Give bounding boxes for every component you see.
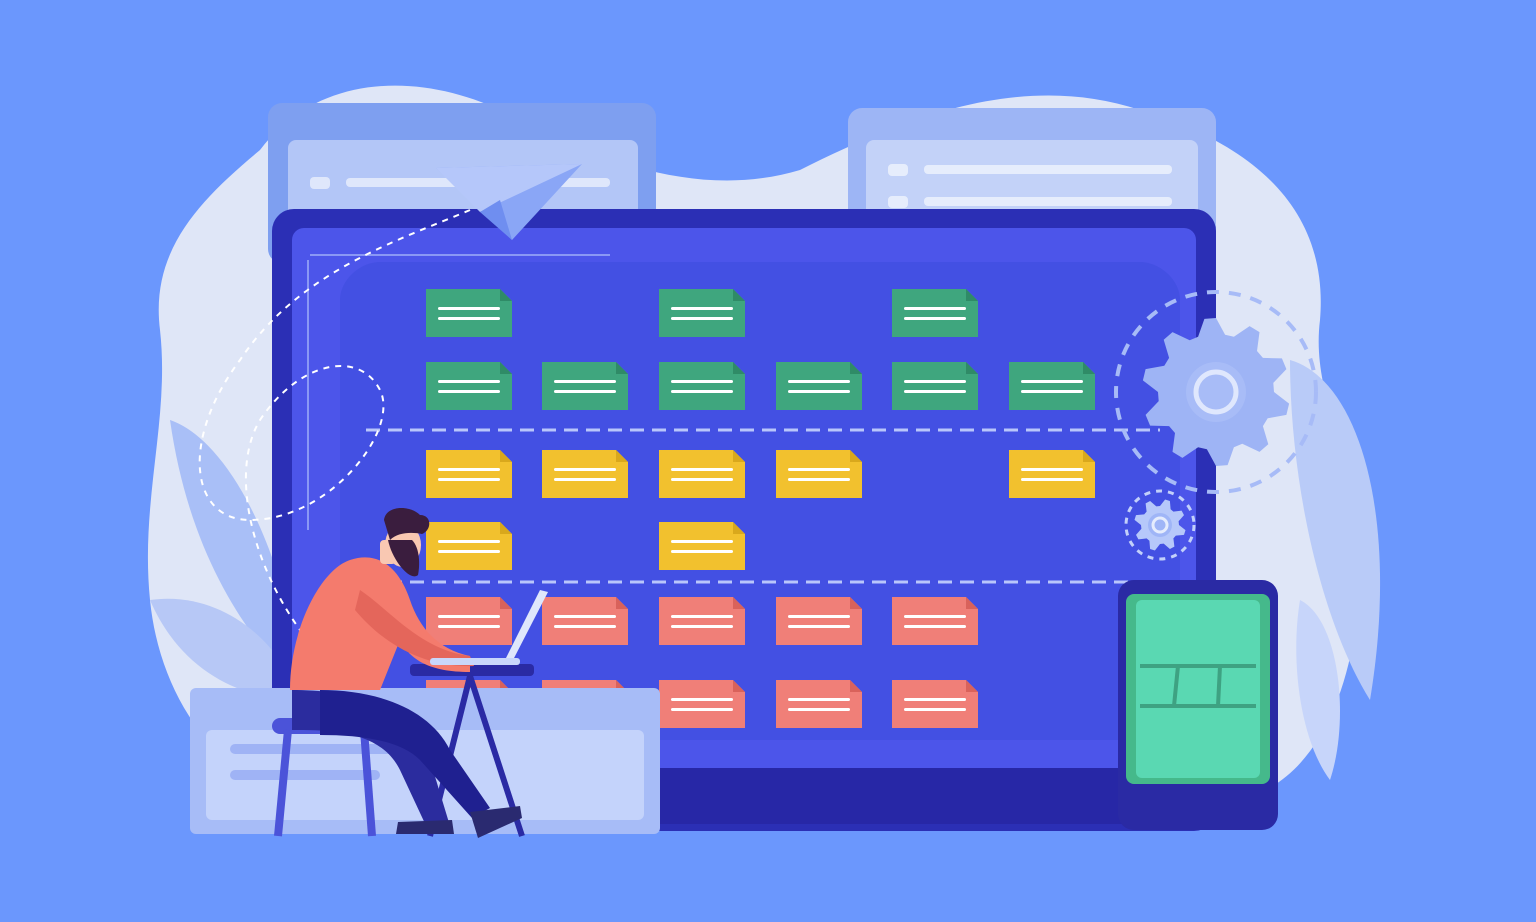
kanban-card xyxy=(776,362,862,410)
kanban-card xyxy=(542,450,628,498)
kanban-card xyxy=(892,680,978,728)
kanban-card xyxy=(1009,362,1095,410)
leaf-left-large xyxy=(170,420,300,690)
kanban-card xyxy=(659,522,745,570)
kanban-card xyxy=(426,597,512,645)
kanban-card xyxy=(776,680,862,728)
kanban-card xyxy=(426,450,512,498)
kanban-card xyxy=(542,362,628,410)
kanban-card xyxy=(659,450,745,498)
gear-icon xyxy=(1124,489,1196,561)
kanban-card xyxy=(659,680,745,728)
tablet-icon xyxy=(1118,580,1278,830)
kanban-card xyxy=(659,362,745,410)
person-working xyxy=(272,508,548,838)
kanban-card xyxy=(776,450,862,498)
kanban-card xyxy=(426,362,512,410)
kanban-card xyxy=(892,597,978,645)
kanban-card xyxy=(892,289,978,337)
paper-plane-icon xyxy=(436,164,582,240)
leaf-right-small xyxy=(1296,600,1340,780)
kanban-card xyxy=(892,362,978,410)
kanban-card xyxy=(542,597,628,645)
leaf-right-large xyxy=(1290,360,1381,700)
gear-icon xyxy=(1114,290,1318,494)
kanban-card xyxy=(776,597,862,645)
kanban-cards xyxy=(426,289,1095,728)
dashed-flight-path xyxy=(198,209,471,631)
kanban-card xyxy=(659,289,745,337)
leaf-left-small xyxy=(150,598,300,700)
kanban-card xyxy=(659,597,745,645)
kanban-card xyxy=(426,522,512,570)
kanban-card xyxy=(426,289,512,337)
kanban-card xyxy=(1009,450,1095,498)
